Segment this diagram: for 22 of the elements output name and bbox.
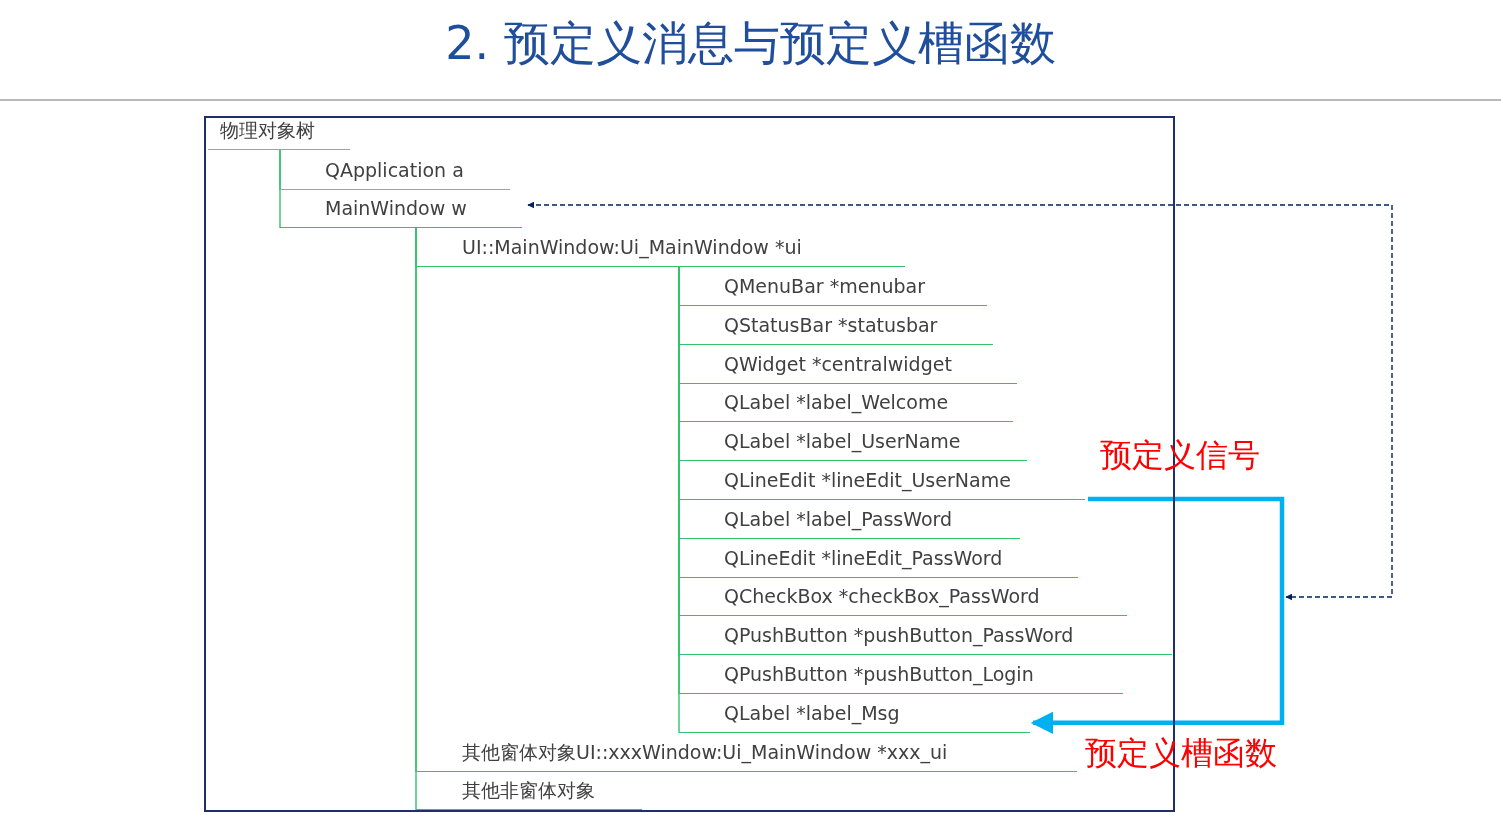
tree-item: QLabel *label_Welcome — [679, 386, 1013, 423]
tree-item: QLineEdit *lineEdit_UserName — [679, 464, 1085, 500]
tree-item: QPushButton *pushButton_PassWord — [679, 619, 1172, 656]
tree-item: QStatusBar *statusbar — [679, 308, 993, 345]
tree-item: QWidget *centralwidget — [679, 347, 1017, 384]
tree-item: MainWindow w — [280, 192, 522, 228]
tree-item: QMenuBar *menubar — [679, 270, 987, 306]
tree-item: 其他窗体对象UI::xxxWindow:Ui_MainWindow *xxx_ui — [416, 736, 1077, 772]
tree-item: QCheckBox *checkBox_PassWord — [679, 580, 1127, 617]
tree-item: 其他非窗体对象 — [416, 774, 642, 810]
tree-item: QLineEdit *lineEdit_PassWord — [679, 541, 1078, 578]
tree-item: QApplication a — [280, 154, 510, 190]
tree-item: QLabel *label_PassWord — [679, 502, 1020, 539]
arrow — [1030, 496, 1285, 735]
tree-line — [279, 149, 281, 229]
tree-item: 物理对象树 — [208, 114, 350, 150]
tree-item: QLabel *label_UserName — [679, 425, 1027, 462]
slide-title: 2. 预定义消息与预定义槽函数 — [445, 15, 1056, 72]
tree-item: QLabel *label_Msg — [679, 696, 1030, 733]
tree-item: UI::MainWindow:Ui_MainWindow *ui — [416, 231, 905, 267]
tree-item: QPushButton *pushButton_Login — [679, 658, 1123, 694]
arrow — [527, 201, 1393, 601]
